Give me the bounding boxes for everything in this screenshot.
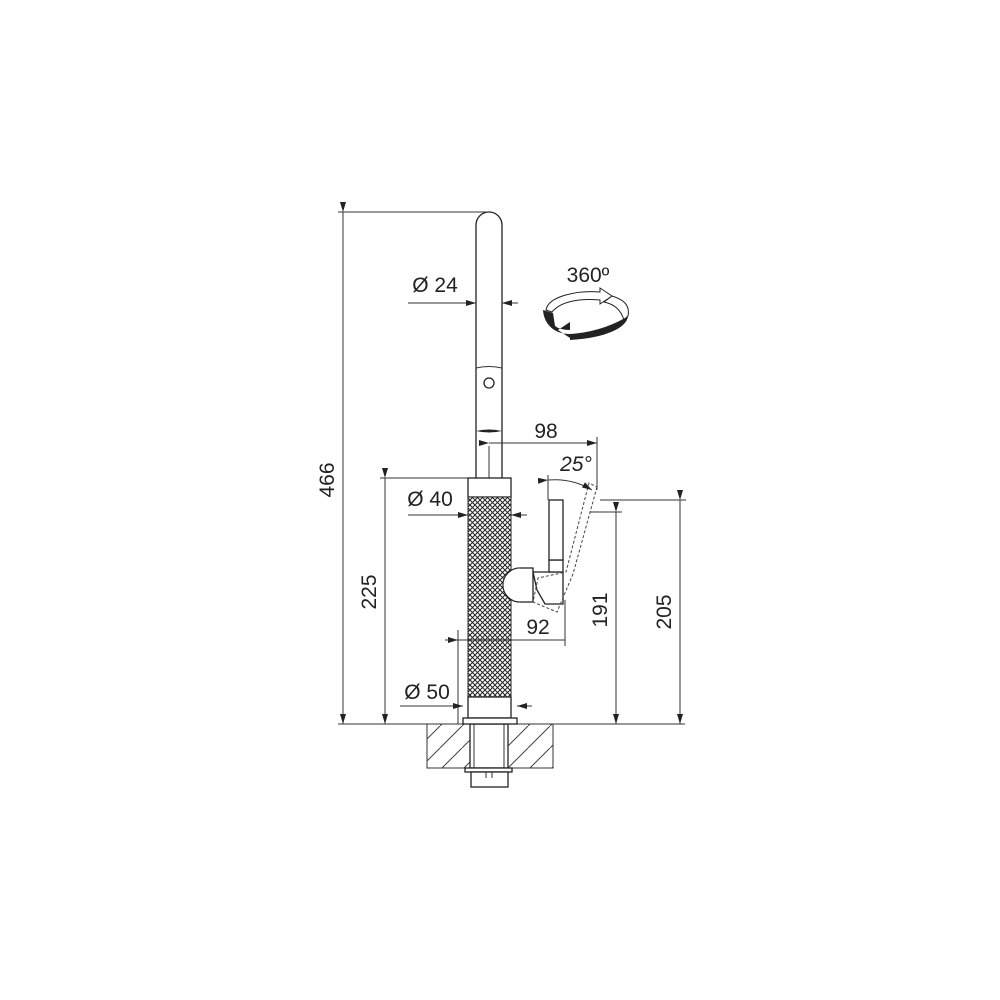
aerator-hole [483,377,495,389]
dim-spout-reach: 98 [534,420,557,443]
dim-lever-angle: 25° [559,453,592,476]
dim-lever-height-high: 205 [653,594,676,629]
faucet-body [462,477,518,725]
dim-spout-diameter: Ø 24 [412,274,458,297]
rotation-label: 360º [567,264,610,287]
rotation-icon: 360º [543,264,629,340]
spout [475,211,503,480]
dim-base-diameter: Ø 50 [404,681,450,704]
dimension-lines [338,202,686,724]
dim-body-diameter: Ø 40 [407,488,453,511]
dim-total-height: 466 [316,462,339,497]
countertop [338,723,685,788]
dim-body-height: 225 [358,574,381,609]
lever-handle [502,482,598,613]
dim-lever-reach: 92 [526,616,549,639]
dim-lever-height-low: 191 [589,592,612,627]
